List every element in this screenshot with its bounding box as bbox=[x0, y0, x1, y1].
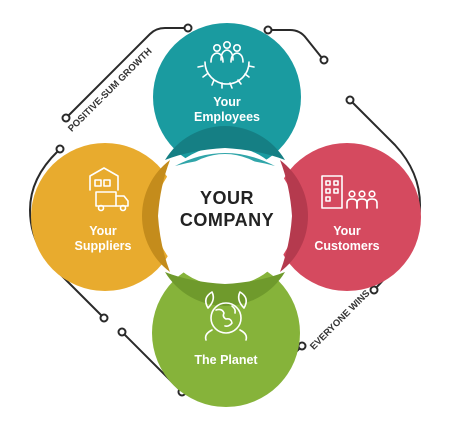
customers-label-line1: Your bbox=[333, 224, 361, 238]
frame-dot bbox=[319, 55, 329, 65]
overlap-employees bbox=[175, 153, 275, 166]
node-employees-circle bbox=[153, 23, 301, 171]
overlap-suppliers-band bbox=[142, 160, 170, 272]
warehouse-truck-icon bbox=[89, 167, 129, 212]
frame-dot bbox=[369, 285, 379, 295]
suppliers-label-line1: Your bbox=[89, 224, 117, 238]
suppliers-label-line2: Suppliers bbox=[75, 239, 132, 253]
employees-label-line2: Employees bbox=[194, 110, 260, 124]
planet-label: The Planet bbox=[194, 353, 258, 367]
label-positive-sum-growth: POSITIVE-SUM GROWTH bbox=[66, 46, 154, 134]
frame-dot bbox=[345, 95, 355, 105]
frame-dots bbox=[55, 23, 379, 397]
frame-top-left bbox=[67, 27, 187, 117]
frame-dot bbox=[183, 23, 193, 33]
center-title-line2: COMPANY bbox=[180, 210, 274, 230]
center-inner bbox=[163, 154, 287, 278]
customers-label-line2: Customers bbox=[314, 239, 379, 253]
globe-leaves-icon bbox=[204, 291, 248, 341]
building-people-icon bbox=[321, 175, 378, 209]
label-everyone-wins: EVERYONE WINS bbox=[308, 288, 372, 352]
center-title-line1: YOUR bbox=[200, 188, 254, 208]
frame-dot bbox=[99, 313, 109, 323]
gear-people-icon bbox=[197, 40, 255, 89]
overlap-employees-band bbox=[165, 126, 285, 160]
node-suppliers-circle bbox=[31, 143, 179, 291]
frame-dot bbox=[55, 144, 65, 154]
overlap-customers-band bbox=[280, 160, 308, 272]
overlap-planet-band bbox=[165, 272, 285, 306]
employees-label-line1: Your bbox=[213, 95, 241, 109]
frame-dot bbox=[61, 113, 71, 123]
frame-dot bbox=[263, 25, 273, 35]
node-customers-circle bbox=[273, 143, 421, 291]
frame-dot bbox=[297, 341, 307, 351]
frame-dot bbox=[117, 327, 127, 337]
frame-top-right bbox=[269, 29, 323, 59]
